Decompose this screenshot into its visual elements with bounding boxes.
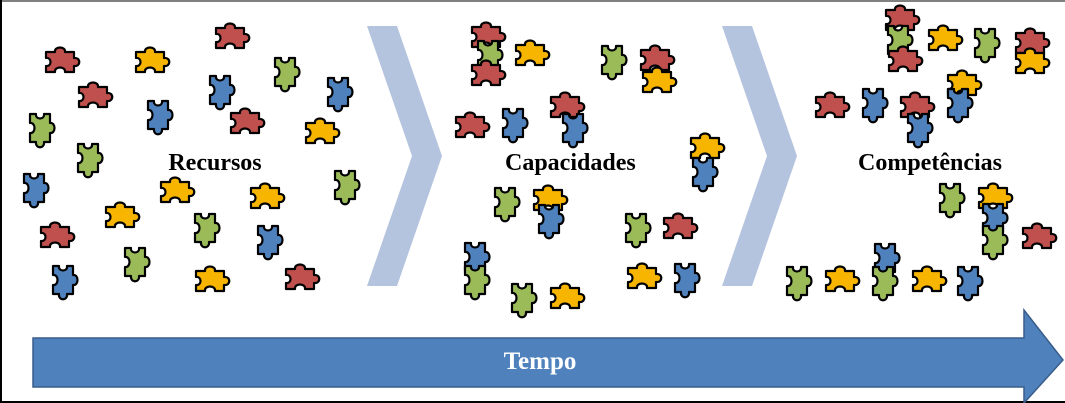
puzzle-piece-icon	[159, 176, 196, 204]
puzzle-piece-icon	[214, 22, 251, 50]
puzzle-piece-icon	[691, 156, 719, 193]
puzzle-piece-icon	[134, 46, 171, 74]
puzzle-piece-icon	[956, 265, 984, 302]
puzzle-piece-icon	[501, 107, 529, 144]
puzzle-piece-icon	[470, 59, 507, 87]
puzzle-piece-icon	[249, 182, 286, 210]
chevron-right-icon	[722, 26, 797, 286]
puzzle-piece-icon	[899, 91, 936, 119]
puzzle-piece-icon	[194, 265, 231, 293]
puzzle-piece-icon	[824, 265, 861, 293]
puzzle-piece-icon	[626, 262, 663, 290]
puzzle-piece-icon	[906, 112, 934, 149]
puzzle-piece-icon	[938, 182, 966, 219]
puzzle-piece-icon	[946, 87, 974, 124]
stage-label-competencias: Competências	[858, 150, 1002, 176]
puzzle-piece-icon	[814, 91, 851, 119]
puzzle-piece-icon	[785, 265, 813, 302]
puzzle-piece-icon	[493, 186, 521, 223]
puzzle-piece-icon	[981, 224, 1009, 261]
puzzle-piece-icon	[208, 74, 236, 111]
right-arrow-icon	[32, 307, 1064, 403]
puzzle-piece-icon	[304, 117, 341, 145]
puzzle-piece-icon	[689, 132, 726, 160]
puzzle-piece-icon	[229, 107, 266, 135]
puzzle-piece-icon	[326, 76, 354, 113]
puzzle-piece-icon	[549, 282, 586, 310]
puzzle-piece-icon	[639, 44, 676, 72]
puzzle-piece-icon	[28, 112, 56, 149]
puzzle-piece-icon	[673, 262, 701, 299]
puzzle-piece-icon	[76, 142, 104, 179]
puzzle-piece-icon	[887, 45, 924, 73]
puzzle-piece-icon	[51, 264, 79, 301]
puzzle-piece-icon	[454, 111, 491, 139]
puzzle-piece-icon	[273, 56, 301, 93]
puzzle-piece-icon	[871, 265, 899, 302]
puzzle-piece-icon	[256, 224, 284, 261]
puzzle-piece-icon	[514, 39, 551, 67]
puzzle-piece-icon	[333, 169, 361, 206]
puzzle-piece-icon	[123, 246, 151, 283]
puzzle-piece-icon	[193, 212, 221, 249]
puzzle-piece-icon	[561, 112, 589, 149]
puzzle-piece-icon	[39, 221, 76, 249]
puzzle-piece-icon	[600, 44, 628, 81]
puzzle-piece-icon	[146, 99, 174, 136]
puzzle-piece-icon	[624, 212, 652, 249]
puzzle-piece-icon	[1014, 47, 1051, 75]
puzzle-piece-icon	[973, 27, 1001, 64]
timeline-label: Tempo	[504, 348, 577, 375]
puzzle-piece-icon	[641, 66, 678, 94]
puzzle-piece-icon	[510, 282, 538, 319]
puzzle-piece-icon	[662, 212, 699, 240]
puzzle-piece-icon	[1021, 222, 1058, 250]
chevron-right-icon	[367, 26, 442, 286]
stage-label-capacidades: Capacidades	[505, 150, 636, 176]
puzzle-piece-icon	[463, 264, 491, 301]
puzzle-piece-icon	[44, 46, 81, 74]
puzzle-piece-icon	[284, 263, 321, 291]
puzzle-piece-icon	[861, 87, 889, 124]
stage-label-recursos: Recursos	[168, 150, 261, 176]
puzzle-piece-icon	[911, 265, 948, 293]
puzzle-piece-icon	[927, 24, 964, 52]
puzzle-piece-icon	[77, 81, 114, 109]
puzzle-piece-icon	[104, 201, 141, 229]
puzzle-piece-icon	[22, 172, 50, 209]
puzzle-piece-icon	[537, 203, 565, 240]
